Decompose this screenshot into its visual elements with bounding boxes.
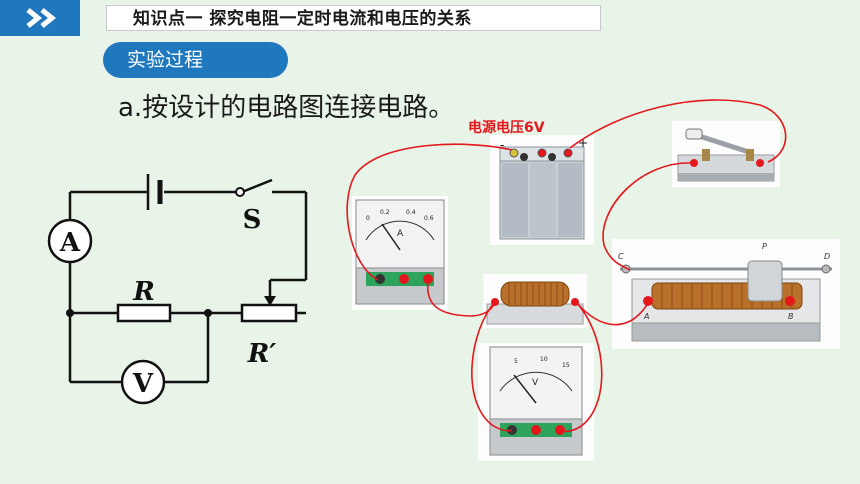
- resistor-label: R: [132, 277, 155, 307]
- voltmeter-photo: 5 10 15 V: [478, 343, 594, 461]
- rheostat-symbol: [240, 303, 298, 323]
- svg-text:0.2: 0.2: [380, 209, 390, 216]
- step-instruction: a.按设计的电路图连接电路。: [118, 93, 455, 123]
- header-bar: 知识点一 探究电阻一定时电流和电压的关系: [0, 0, 860, 36]
- ammeter-photo: 0 0.2 0.4 0.6 A: [352, 196, 448, 310]
- svg-text:10: 10: [540, 356, 548, 363]
- page-title: 知识点一 探究电阻一定时电流和电压的关系: [106, 5, 601, 31]
- voltmeter-symbol: [120, 359, 166, 405]
- section-label: 实验过程: [103, 42, 288, 78]
- resistor-photo: [483, 274, 587, 328]
- svg-text:+: +: [578, 136, 588, 150]
- svg-text:D: D: [824, 252, 830, 261]
- ammeter-symbol: [47, 218, 93, 264]
- rheostat-label: R′: [247, 339, 277, 369]
- svg-text:P: P: [762, 242, 767, 251]
- svg-text:0.6: 0.6: [424, 215, 434, 222]
- svg-text:0: 0: [366, 215, 370, 222]
- svg-text:C: C: [618, 252, 624, 261]
- svg-text:15: 15: [562, 362, 570, 369]
- svg-text:5: 5: [514, 358, 518, 365]
- svg-text:0.4: 0.4: [406, 209, 416, 216]
- power-voltage-label: 电源电压6V: [468, 120, 545, 136]
- svg-text:-: -: [500, 138, 504, 152]
- resistor-symbol: [116, 303, 172, 323]
- svg-text:V: V: [532, 378, 539, 388]
- circuit-diagram: A V S R R′: [47, 174, 308, 405]
- rheostat-photo: C P D A B: [612, 239, 840, 349]
- svg-text:B: B: [788, 312, 794, 321]
- nav-chevron: [0, 0, 80, 36]
- switch-label: S: [243, 205, 262, 235]
- battery-photo: - +: [490, 135, 594, 245]
- switch-photo: [672, 121, 780, 187]
- ammeter-letter: A: [59, 228, 81, 258]
- svg-text:A: A: [643, 312, 649, 321]
- double-chevron-icon: [26, 8, 57, 28]
- voltmeter-letter: V: [132, 369, 154, 399]
- svg-text:A: A: [397, 229, 404, 239]
